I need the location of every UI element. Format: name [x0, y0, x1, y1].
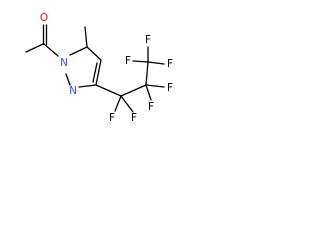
bond-cf2b-f4	[145, 84, 165, 88]
bond-c3-n2	[78, 84, 97, 88]
bond-cf2b-f3	[145, 84, 152, 101]
atom-fluorine-2: F	[131, 112, 137, 124]
atom-fluorine-5: F	[145, 34, 151, 46]
atom-fluorine-1: F	[109, 112, 115, 124]
atom-nitrogen-2: N	[69, 85, 77, 97]
bond-cf2b-cf3	[145, 61, 149, 86]
atom-fluorine-4: F	[167, 82, 173, 94]
atom-fluorine-3: F	[148, 101, 154, 113]
atom-nitrogen-1: N	[60, 57, 68, 69]
atom-fluorine-7: F	[167, 58, 173, 70]
bond-cf2a-cf2b	[120, 84, 147, 97]
bond-cf2a-f2	[120, 95, 134, 113]
bond-c4-c3-b	[92, 62, 98, 83]
bond-c5-c4	[86, 46, 102, 61]
bond-n1-n2	[65, 73, 71, 86]
bond-cf2a-f1	[114, 95, 122, 112]
atom-fluorine-6: F	[125, 55, 131, 67]
bond-c3-cf2a	[95, 84, 122, 97]
bond-cf3-f6	[132, 60, 149, 63]
bond-methyl-carbonyl	[25, 43, 44, 53]
chemical-structure-diagram: O N N F F F F F F F	[25, 12, 173, 124]
bond-c5-methyl	[84, 26, 88, 48]
bond-n1-c5	[69, 46, 88, 56]
bond-cf3-f7	[147, 61, 165, 65]
bond-c4-c3-a	[95, 59, 102, 86]
atom-oxygen: O	[40, 12, 48, 24]
bond-carbonyl-n1	[43, 43, 59, 57]
